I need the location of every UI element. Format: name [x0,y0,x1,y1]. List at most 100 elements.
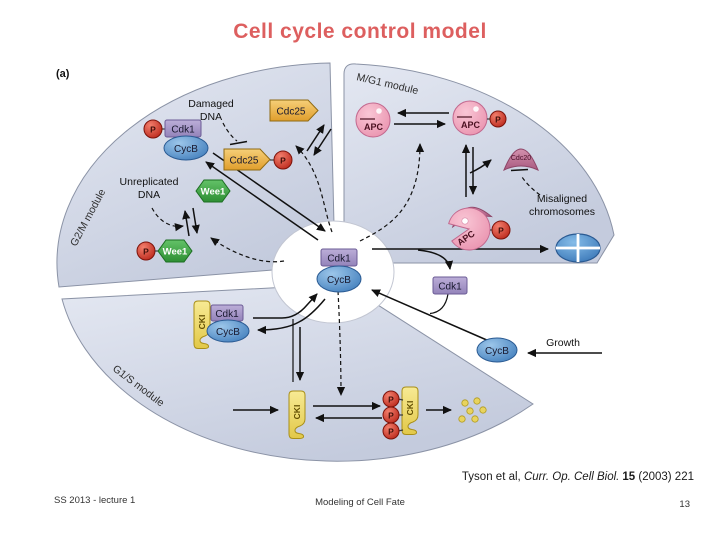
phosphate-label: P [495,115,501,125]
cdk1-free: Cdk1 [432,276,468,295]
cycb-ellipse [163,135,209,161]
arrow-hub-to-trimer [257,298,326,335]
cdk1-label: Cdk1 [215,309,239,320]
cki-label: CKI [405,401,415,416]
citation: Tyson et al, Curr. Op. Cell Biol.15 (200… [462,471,694,483]
damaged-dna-inhibition-bar [229,140,248,146]
arrow-cdc25-activation [306,124,325,152]
dashed-cdk1-activates-apc [359,143,425,242]
active-cdk1-cycb-hub: Cdk1 CycB [316,248,362,293]
phosphate-label: P [498,226,504,236]
panel-label: (a) [56,68,70,80]
cki-label: CKI [292,405,302,420]
wee1-hexagon [157,239,193,263]
apc-pacman [448,207,491,251]
phosphate-badge [273,150,293,170]
arrow-cdc20-binding [469,159,492,174]
text-annotations: Damaged DNA Unreplicated DNA Misaligned … [120,98,595,349]
phosphate-label: P [143,247,149,257]
phosphate-label: P [388,411,394,421]
cki-free: CKI [288,390,306,439]
damaged-dna-label-line1: Damaged [188,98,234,110]
cycb-synthesized: CycB [476,337,518,363]
cki-cdk1-cycb-trimer: CKI Cdk1 CycB [193,300,250,349]
apc-label: APC [461,120,481,130]
citation-rest: (2003) 221 [635,471,694,483]
wee1-active: Wee1 [195,179,231,203]
arrow-hub-to-pcomplex [205,161,319,241]
apc-inactive: APC [355,102,391,138]
arrow-cdc25-deactivation [313,128,332,156]
arrow-wee1-down [191,207,200,234]
cdk1-box [432,276,468,295]
phosphate-label: P [280,156,286,166]
footer-title: Modeling of Cell Fate [315,497,405,508]
apc-phosphorylated: APC P [452,100,507,136]
cdc20-crescent [503,148,539,171]
cycb-ellipse [206,319,250,343]
phosphate-badge [382,422,400,440]
cycb-ellipse [316,265,362,293]
wee1-phosphorylated: P Wee1 [136,239,193,263]
cdk1-label: Cdk1 [438,282,462,293]
citation-volume: 15 [622,471,636,483]
damaged-dna-label-line2: DNA [200,111,222,123]
dashed-damaged-dna-signal [222,122,238,142]
misaligned-inhibition-bar [510,168,529,172]
wee1-hexagon [195,179,231,203]
arrow-wee1-up [182,210,191,237]
page-number: 13 [679,499,690,510]
cdk1-label: Cdk1 [171,125,195,136]
apc-eye [461,217,469,225]
wee1-label: Wee1 [163,247,188,258]
cdk1-label: Cdk1 [327,254,351,265]
footer-course: SS 2013 - lecture 1 [54,495,136,506]
dashed-unreplicated-dna-signal [151,207,184,232]
arrow-cycb-cdk1-assembly [371,289,490,342]
arrow-branch-to-cdk1 [417,249,454,270]
cdc20-free: Cdc20 [503,148,539,171]
regulation-dashed-arrows [151,122,541,396]
dashed-cdk1-activates-cdc25 [295,145,333,233]
apc-dimple [376,108,382,114]
dashed-cdk1-phosphorylates-cki [336,290,346,396]
cycb-label: CycB [485,346,509,357]
dashed-cdk1-inhibits-wee1 [210,237,285,263]
phosphate-label: P [388,395,394,405]
cki-phosphorylated: CKI P P P [382,386,419,440]
phosphate-label: P [388,427,394,437]
phosphate-badge [143,119,163,139]
reaction-arrows [182,108,602,423]
slide-title: Cell cycle control model [233,20,487,43]
line-cdk1-join [429,293,449,315]
phosphate-label: P [150,125,156,135]
cdc25-phosphorylated: Cdc25 P [223,148,293,171]
unreplicated-dna-label-line2: DNA [138,189,160,201]
misaligned-chromosomes-label-line1: Misaligned [537,193,587,205]
apc-cdc20-complex: Cdc20 APC P [448,206,511,251]
cdc25-active: Cdc25 [269,99,319,122]
cycb-label: CycB [216,327,240,338]
cdc25-pentagon [223,148,271,171]
citation-authors: Tyson et al, [461,471,524,483]
phosphate-badge [491,220,511,240]
cki-label: CKI [197,315,207,330]
phosphate-badge [489,110,507,128]
apc-label: APC [364,122,384,132]
arrow-trimer-to-hub [253,293,318,319]
unreplicated-dna-label-line1: Unreplicated [120,176,179,188]
cdc20-label: Cdc20 [511,155,531,162]
g2m-module-wedge [56,62,336,288]
misaligned-chromosomes-label-line2: chromosomes [529,206,595,218]
apc-dimple [473,106,479,112]
citation-journal: Curr. Op. Cell Biol. [523,471,620,483]
growth-label: Growth [546,337,580,349]
degradation-dots [458,397,487,423]
dashed-misaligned-chromosomes-signal [521,176,541,196]
wee1-label: Wee1 [201,187,226,198]
cdc25-label: Cdc25 [277,107,306,118]
cycb-ellipse [476,337,518,363]
cycb-label: CycB [174,144,198,155]
